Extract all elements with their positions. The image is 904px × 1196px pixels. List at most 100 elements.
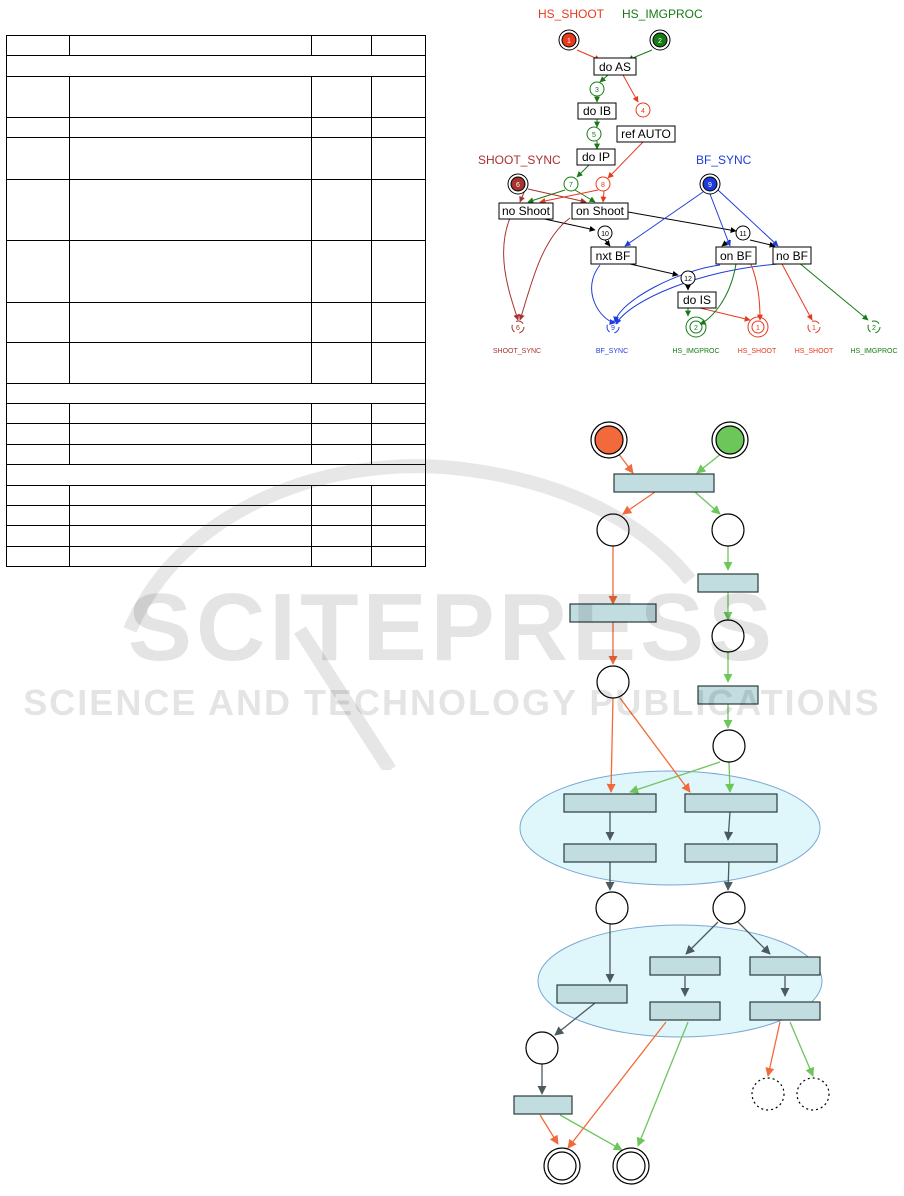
arc xyxy=(554,1002,596,1036)
arc xyxy=(622,491,656,515)
exit-place-1: 1 xyxy=(756,325,760,332)
transition-no-bf: no BF xyxy=(776,249,808,263)
transition xyxy=(649,956,721,976)
transition-do-as: do AS xyxy=(599,60,631,74)
label-shoot-sync: SHOOT_SYNC xyxy=(478,153,561,167)
arc xyxy=(606,697,616,793)
place-2-label: 2 xyxy=(658,38,662,45)
place xyxy=(596,513,630,547)
transition xyxy=(563,843,657,863)
place xyxy=(712,891,746,925)
arc xyxy=(694,491,721,515)
place-8-label: 8 xyxy=(601,182,605,189)
data-table xyxy=(6,34,426,568)
bottom-petri-net xyxy=(513,421,830,1185)
place-5-label: 5 xyxy=(592,132,596,139)
arc xyxy=(539,217,596,232)
arc xyxy=(627,211,737,234)
transition-no-shoot: no Shoot xyxy=(502,204,551,218)
transition xyxy=(556,984,628,1004)
transition-do-is: do IS xyxy=(683,293,711,307)
place-4-label: 4 xyxy=(641,108,645,115)
exit-place-9: 9 xyxy=(611,325,615,332)
arc xyxy=(725,761,735,793)
arc xyxy=(615,263,779,325)
arc xyxy=(724,811,734,841)
arc xyxy=(624,191,704,247)
arc xyxy=(749,239,776,248)
arc xyxy=(723,859,733,891)
arc xyxy=(781,263,813,321)
place-3-label: 3 xyxy=(595,87,599,94)
exit-label-hs-shoot-2: HS_SHOOT xyxy=(795,348,834,355)
exit-label-hs-shoot: HS_SHOOT xyxy=(738,348,777,355)
exit-place-2b: 2 xyxy=(872,325,876,332)
transition-on-bf: on BF xyxy=(720,249,752,263)
transition xyxy=(684,793,778,813)
arc xyxy=(699,263,737,325)
exit-place-2: 2 xyxy=(694,325,698,332)
place xyxy=(525,1031,559,1065)
arc xyxy=(636,1021,689,1147)
transition xyxy=(513,1095,573,1115)
arc xyxy=(717,189,779,247)
arc xyxy=(574,189,596,203)
place-9-label: 9 xyxy=(708,182,712,189)
transition xyxy=(697,685,759,705)
arc xyxy=(622,74,639,103)
arc xyxy=(629,761,721,794)
arc xyxy=(600,190,607,203)
place-dotted-imgproc xyxy=(796,1077,830,1111)
transition xyxy=(697,573,759,593)
arc xyxy=(709,193,731,247)
transition-do-ip: do IP xyxy=(582,150,610,164)
transition xyxy=(613,473,715,493)
arc xyxy=(604,239,611,247)
place xyxy=(711,513,745,547)
arc xyxy=(617,452,634,474)
transition xyxy=(749,956,821,976)
arc xyxy=(518,217,571,321)
place-6-label: 6 xyxy=(516,182,520,189)
arc xyxy=(629,263,679,277)
top-petri-net: HS_SHOOT HS_IMGPROC SHOOT_SYNC BF_SYNC xyxy=(478,7,898,355)
place-dotted-shoot xyxy=(751,1077,785,1111)
exit-place-6: 6 xyxy=(516,325,520,332)
arc xyxy=(685,921,719,955)
exit-label-hs-imgproc: HS_IMGPROC xyxy=(672,348,719,355)
arc xyxy=(613,264,721,323)
transition xyxy=(649,1001,721,1021)
arc xyxy=(576,163,591,178)
place-10-label: 10 xyxy=(601,231,609,238)
label-bf-sync: BF_SYNC xyxy=(696,153,752,167)
exit-label-shoot-sync: SHOOT_SYNC xyxy=(493,348,541,355)
exit-label-bf-sync: BF_SYNC xyxy=(596,348,628,355)
transition xyxy=(749,1001,821,1021)
arc xyxy=(591,264,616,325)
arc xyxy=(599,74,609,83)
place-7-label: 7 xyxy=(569,182,573,189)
arc xyxy=(559,1114,623,1151)
arc xyxy=(539,1114,559,1145)
arc xyxy=(527,189,566,204)
place-11-label: 11 xyxy=(739,231,746,238)
arc xyxy=(607,141,644,179)
arc xyxy=(749,261,763,321)
transition-on-shoot: on Shoot xyxy=(576,204,625,218)
exit-label-hs-imgproc-2: HS_IMGPROC xyxy=(850,348,897,355)
arc xyxy=(789,1021,814,1077)
cluster-1 xyxy=(519,770,821,886)
arc xyxy=(699,307,751,322)
arc xyxy=(696,452,723,474)
label-hs-shoot: HS_SHOOT xyxy=(538,7,605,21)
arc xyxy=(765,1021,781,1077)
transition-ref-auto: ref AUTO xyxy=(621,127,671,141)
place xyxy=(595,891,629,925)
transition xyxy=(684,843,778,863)
place xyxy=(712,729,746,763)
arc xyxy=(503,217,520,321)
arc xyxy=(527,188,587,204)
arc xyxy=(797,261,869,321)
place xyxy=(711,619,745,653)
place-1-label: 1 xyxy=(567,38,571,45)
